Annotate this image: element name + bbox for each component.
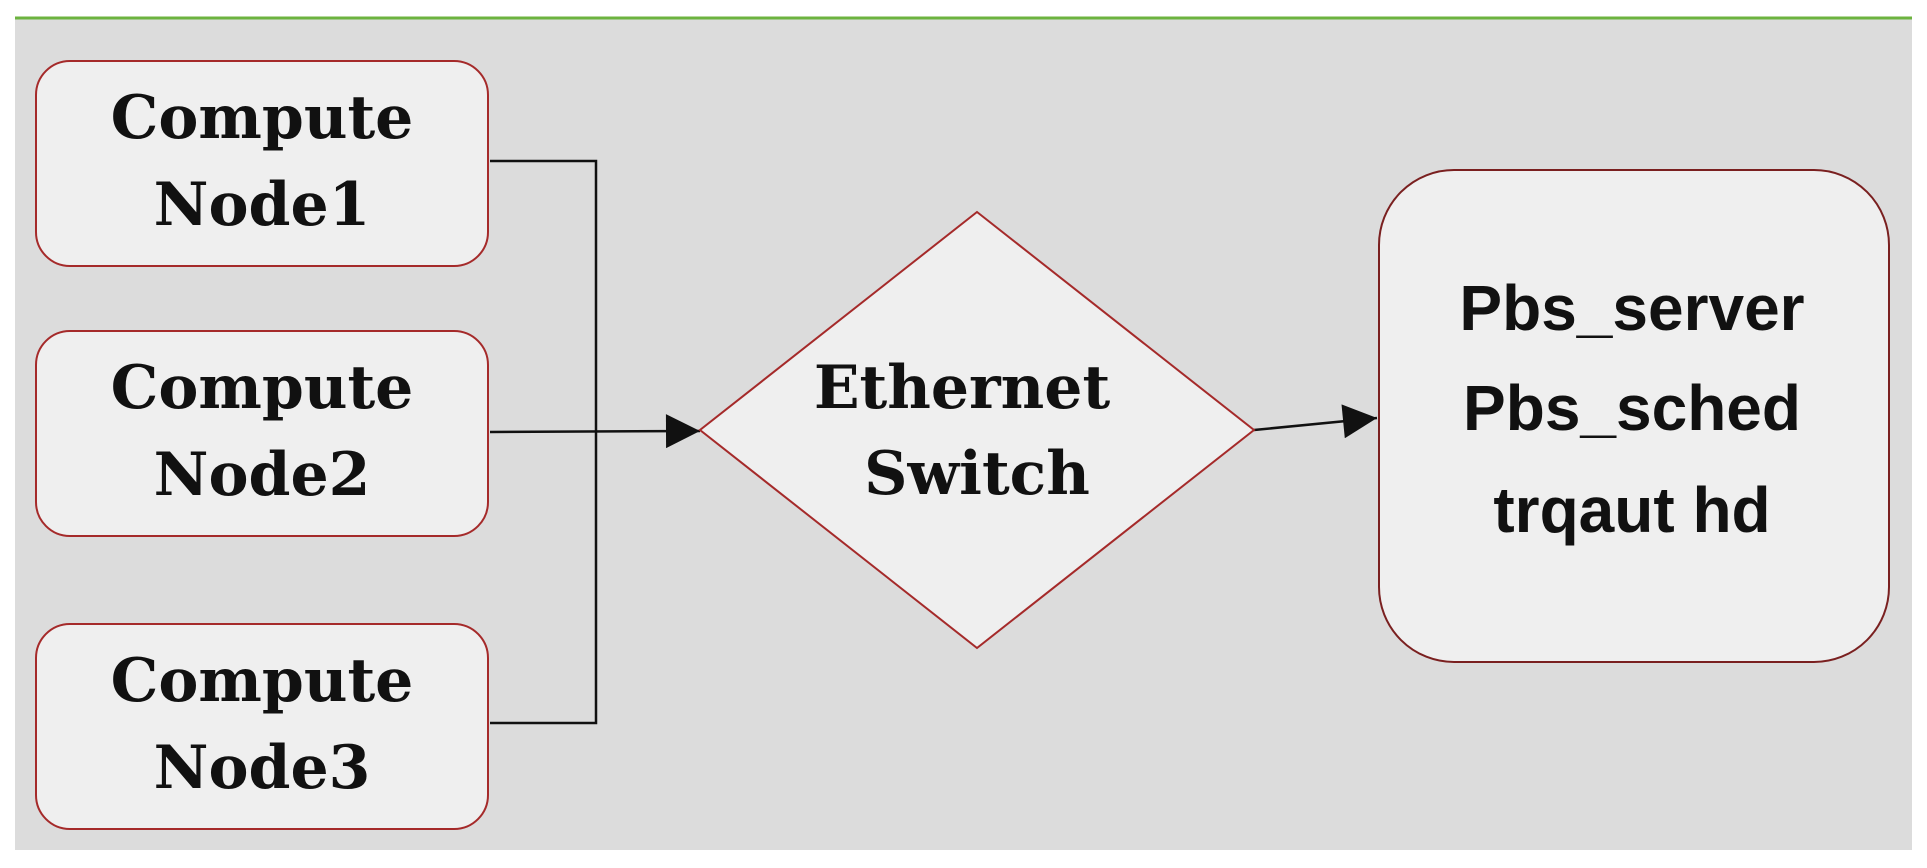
pbs-server: Pbs_server Pbs_sched trqaut hd bbox=[1378, 169, 1890, 663]
compute-node-2-box bbox=[35, 330, 489, 537]
compute-node-1: Compute Node1 bbox=[35, 60, 489, 267]
compute-node-1-label-line2: Node1 bbox=[154, 170, 371, 240]
connector-node3 bbox=[490, 432, 598, 725]
ethernet-switch-label-line1: Ethernet bbox=[814, 353, 1111, 423]
compute-node-3-box bbox=[35, 623, 489, 830]
connector-node2-to-switch bbox=[489, 414, 701, 449]
ethernet-switch-diamond bbox=[698, 210, 1256, 650]
compute-node-3: Compute Node3 bbox=[35, 623, 489, 830]
compute-node-1-label-line1: Compute bbox=[111, 83, 414, 153]
pbs-server-box bbox=[1378, 169, 1890, 663]
pbs-server-line-sched: Pbs_sched bbox=[1463, 372, 1801, 444]
pbs-server-line-server: Pbs_server bbox=[1459, 272, 1804, 344]
ethernet-switch: Ethernet Switch bbox=[698, 210, 1256, 650]
ethernet-switch-label-line2: Switch bbox=[864, 439, 1090, 509]
compute-node-2: Compute Node2 bbox=[35, 330, 489, 537]
compute-node-2-label-line2: Node2 bbox=[154, 440, 371, 510]
compute-node-3-label-line2: Node3 bbox=[154, 733, 371, 803]
connector-node1 bbox=[490, 159, 598, 432]
compute-node-2-label-line1: Compute bbox=[111, 353, 414, 423]
compute-node-1-box bbox=[35, 60, 489, 267]
compute-node-3-label-line1: Compute bbox=[111, 646, 414, 716]
bidirectional-connector-switch-server bbox=[1218, 404, 1378, 451]
pbs-server-line-trqauthd: trqaut hd bbox=[1493, 474, 1770, 546]
